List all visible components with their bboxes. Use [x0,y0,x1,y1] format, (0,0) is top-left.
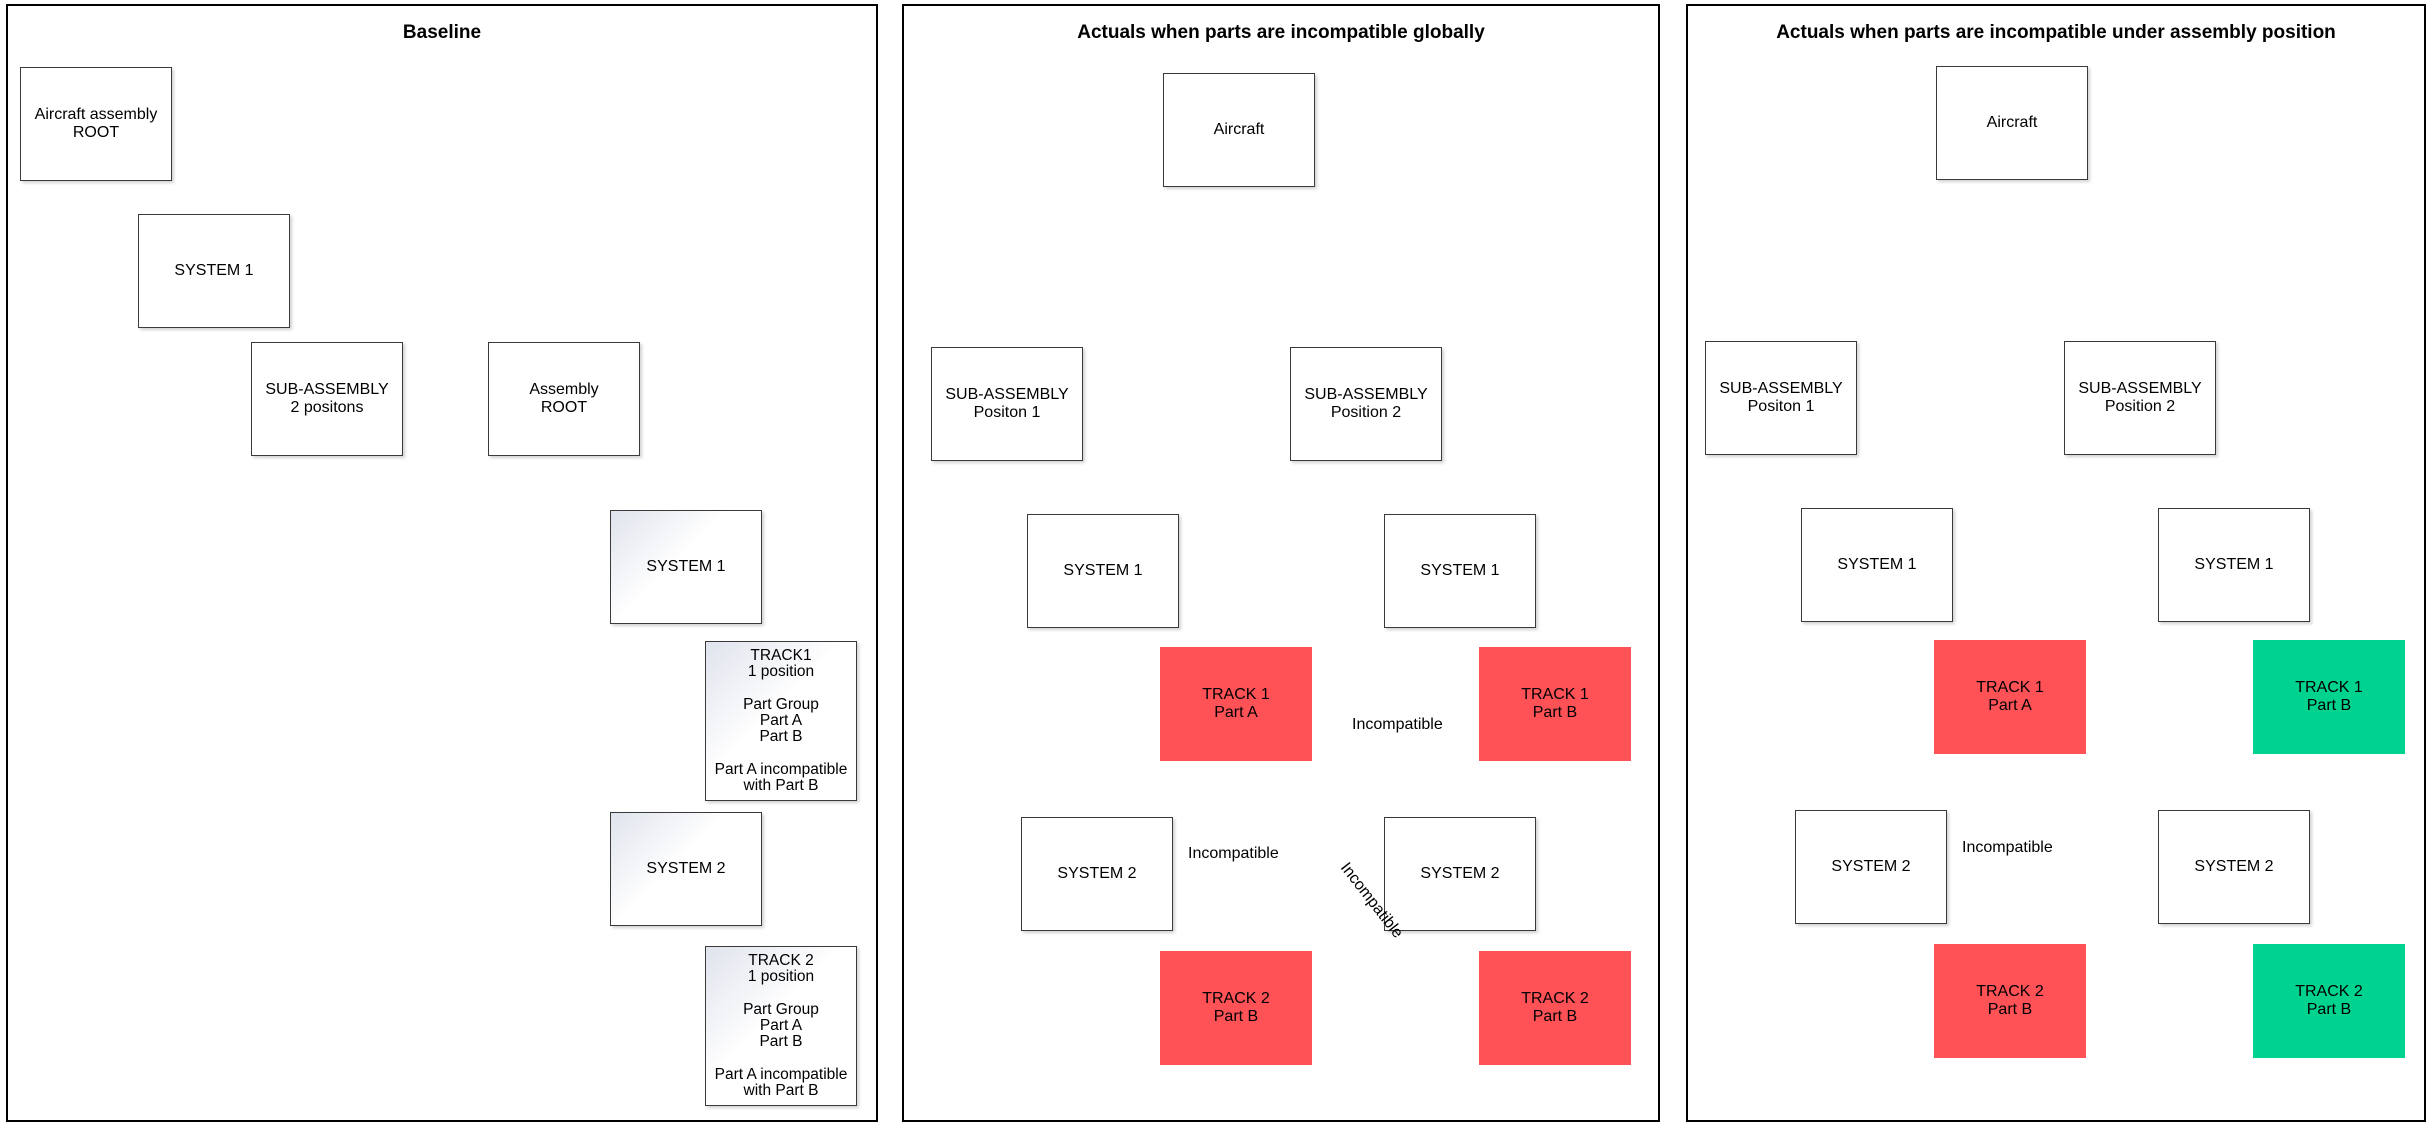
node-pos2-track2[interactable]: TRACK 2 Part B [1479,951,1631,1065]
node-label: SYSTEM 2 [646,859,726,877]
node-label: SYSTEM 1 [646,557,726,575]
incompatible-label: Incompatible [1186,845,1281,863]
node-track1[interactable]: TRACK1 1 position Part Group Part A Part… [705,641,857,801]
node-system2[interactable]: SYSTEM 2 [610,812,762,926]
node-track2[interactable]: TRACK 2 1 position Part Group Part A Par… [705,946,857,1106]
node-label: SYSTEM 1 [2194,555,2274,573]
incompatible-label: Incompatible [1960,839,2055,857]
node-pos1-system2[interactable]: SYSTEM 2 [1795,810,1947,924]
node-assembly-root[interactable]: Assembly ROOT [488,342,640,456]
node-label: Aircraft [1986,113,2038,131]
node-pos2-track1[interactable]: TRACK 1 Part B [2253,640,2405,754]
incompatible-label: Incompatible [1350,716,1445,734]
node-label: TRACK 2 1 position Part Group Part A Par… [714,951,848,1099]
node-pos1-system2[interactable]: SYSTEM 2 [1021,817,1173,931]
node-system1-top[interactable]: SYSTEM 1 [138,214,290,328]
node-sub-assembly-pos2[interactable]: SUB-ASSEMBLY Position 2 [2064,341,2216,455]
node-label: TRACK 2 Part B [1521,989,1589,1025]
node-label: SYSTEM 1 [174,261,254,279]
node-label: TRACK 2 Part B [2295,982,2363,1018]
node-sub-assembly-pos1[interactable]: SUB-ASSEMBLY Positon 1 [931,347,1083,461]
node-label: SUB-ASSEMBLY Position 2 [1304,385,1428,421]
node-label: SUB-ASSEMBLY 2 positons [265,380,389,416]
node-label: SYSTEM 2 [1057,864,1137,882]
panel-title: Actuals when parts are incompatible glob… [1077,22,1485,43]
node-pos1-system1[interactable]: SYSTEM 1 [1801,508,1953,622]
panel-title: Baseline [402,22,482,43]
node-label: TRACK1 1 position Part Group Part A Part… [714,646,848,794]
node-label: SUB-ASSEMBLY Positon 1 [1719,379,1843,415]
node-sub-assembly-pos2[interactable]: SUB-ASSEMBLY Position 2 [1290,347,1442,461]
node-pos1-track1[interactable]: TRACK 1 Part A [1160,647,1312,761]
node-label: TRACK 1 Part B [2295,678,2363,714]
node-pos1-track2[interactable]: TRACK 2 Part B [1934,944,2086,1058]
node-label: SUB-ASSEMBLY Position 2 [2078,379,2202,415]
node-aircraft[interactable]: Aircraft [1163,73,1315,187]
node-aircraft[interactable]: Aircraft [1936,66,2088,180]
node-pos1-track2[interactable]: TRACK 2 Part B [1160,951,1312,1065]
node-label: Aircraft assembly ROOT [34,105,158,141]
node-pos2-system1[interactable]: SYSTEM 1 [2158,508,2310,622]
node-label: TRACK 1 Part B [1521,685,1589,721]
node-label: Assembly ROOT [529,380,599,416]
node-label: SYSTEM 1 [1837,555,1917,573]
node-pos2-track1[interactable]: TRACK 1 Part B [1479,647,1631,761]
node-aircraft-assembly-root[interactable]: Aircraft assembly ROOT [20,67,172,181]
node-label: SYSTEM 1 [1063,561,1143,579]
node-system1[interactable]: SYSTEM 1 [610,510,762,624]
node-label: Aircraft [1213,120,1265,138]
node-label: SUB-ASSEMBLY Positon 1 [945,385,1069,421]
node-pos2-track2[interactable]: TRACK 2 Part B [2253,944,2405,1058]
node-label: TRACK 2 Part B [1202,989,1270,1025]
node-label: TRACK 1 Part A [1202,685,1270,721]
node-pos2-system1[interactable]: SYSTEM 1 [1384,514,1536,628]
node-label: TRACK 1 Part A [1976,678,2044,714]
panel-title: Actuals when parts are incompatible unde… [1776,22,2336,43]
node-sub-assembly-pos1[interactable]: SUB-ASSEMBLY Positon 1 [1705,341,1857,455]
node-label: SYSTEM 2 [1831,857,1911,875]
node-pos1-track1[interactable]: TRACK 1 Part A [1934,640,2086,754]
node-pos2-system2[interactable]: SYSTEM 2 [2158,810,2310,924]
node-label: SYSTEM 2 [1420,864,1500,882]
node-label: SYSTEM 1 [1420,561,1500,579]
node-label: SYSTEM 2 [2194,857,2274,875]
node-pos2-system2[interactable]: SYSTEM 2 [1384,817,1536,931]
node-sub-assembly[interactable]: SUB-ASSEMBLY 2 positons [251,342,403,456]
node-pos1-system1[interactable]: SYSTEM 1 [1027,514,1179,628]
node-label: TRACK 2 Part B [1976,982,2044,1018]
